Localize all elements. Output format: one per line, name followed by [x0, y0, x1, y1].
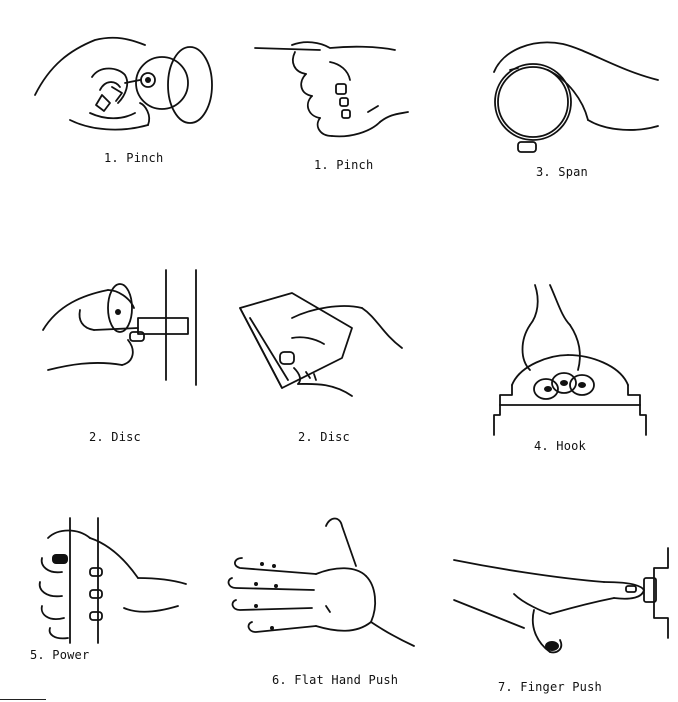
figure-caption: 3. Span — [536, 165, 588, 179]
hand-pinching-key-in-knob-icon — [30, 25, 220, 135]
figure-caption: 7. Finger Push — [498, 680, 602, 694]
hand-pinching-thin-rod-icon — [250, 40, 410, 150]
figure-caption: 6. Flat Hand Push — [272, 673, 399, 687]
corner-rule — [0, 699, 46, 700]
hand-hooking-handle-icon — [490, 284, 670, 436]
figure-caption: 2. Disc — [298, 430, 350, 444]
figure-caption: 1. Pinch — [314, 158, 374, 172]
grip-figure-hook: 4. Hook — [490, 284, 670, 455]
grip-figure-pinch-rod: 1. Pinch — [250, 40, 410, 180]
flat-open-hand-icon — [226, 516, 416, 651]
figure-caption: 1. Pinch — [104, 151, 164, 165]
grip-figure-disc-knob: 2. Disc — [38, 269, 218, 450]
hand-gripping-block-icon — [232, 288, 412, 408]
hand-gripping-knob-disc-icon — [38, 269, 218, 390]
grip-figure-power: 5. Power — [28, 517, 188, 678]
figure-caption: 4. Hook — [534, 439, 586, 453]
hand-power-grip-bar-icon — [28, 517, 188, 644]
finger-pushing-button-icon — [453, 547, 678, 663]
figure-caption: 5. Power — [30, 648, 90, 662]
grip-figure-disc-block: 2. Disc — [232, 288, 412, 448]
grip-figure-pinch-key: 1. Pinch — [30, 25, 220, 175]
hand-spanning-disc-icon — [488, 30, 668, 153]
grip-figure-span: 3. Span — [488, 30, 668, 190]
grip-figure-finger-push: 7. Finger Push — [453, 547, 678, 698]
grip-figure-flat-hand-push: 6. Flat Hand Push — [226, 516, 416, 687]
figure-caption: 2. Disc — [89, 430, 141, 444]
